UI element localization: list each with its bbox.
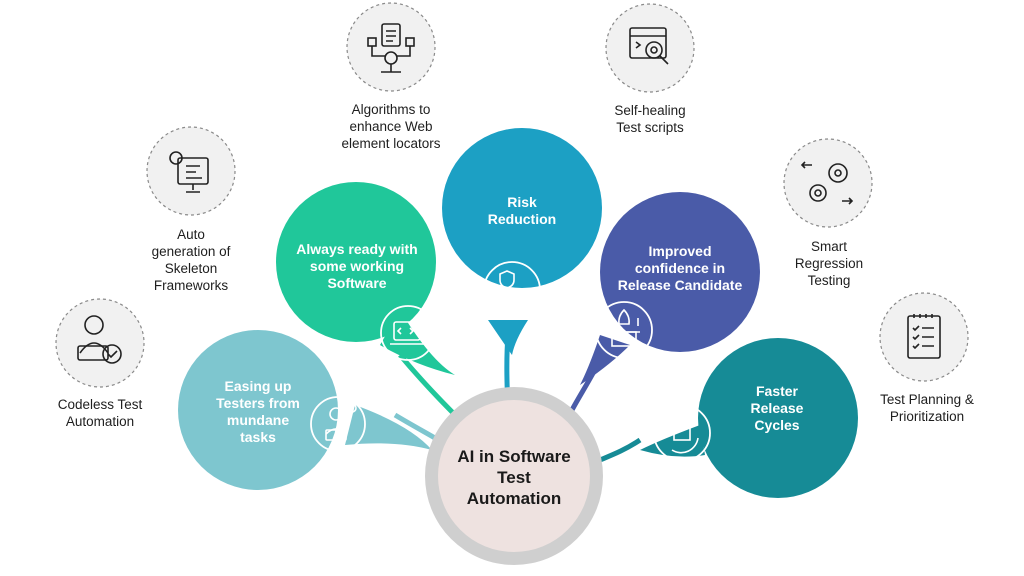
- bubble-risk: [442, 128, 602, 355]
- bubble-easing: [178, 330, 432, 490]
- outer-label-smart: Smart Regression Testing: [794, 239, 864, 288]
- outer-label-algorithms: Algorithms to enhance Web element locato…: [341, 102, 441, 151]
- shield-chart-icon: [496, 270, 528, 307]
- bubble-always: [276, 182, 455, 375]
- rocket-box-icon: [608, 308, 640, 347]
- outer-label-selfhealing: Self-healing Test scripts: [614, 103, 686, 135]
- bubble-label-always: Always ready with some working Software: [296, 241, 418, 291]
- bubble-faster: [640, 338, 858, 498]
- outer-icons: [55, 2, 969, 388]
- gear-presentation-icon: [146, 126, 236, 216]
- box-cycle-icon: [665, 412, 699, 454]
- bubble-label-easing: Easing up Testers from mundane tasks: [216, 378, 300, 445]
- bubble-label-risk: Risk Reduction: [487, 194, 557, 227]
- code-screen-icon: [390, 321, 424, 345]
- bubble-label-improved: Improved confidence in Release Candidate: [617, 243, 743, 293]
- outer-label-auto: Auto generation of Skeleton Frameworks: [151, 227, 231, 293]
- browser-bug-search-icon: [605, 3, 695, 93]
- person-check-icon: [55, 298, 145, 388]
- bubble-improved: [580, 192, 760, 385]
- connector-faster: [599, 437, 642, 463]
- person-laptop-icon: [325, 403, 357, 441]
- center-title: AI in Software Test Automation: [457, 447, 571, 508]
- clipboard-checklist-icon: [879, 292, 969, 382]
- outer-label-codeless: Codeless Test Automation: [57, 397, 143, 429]
- center-node: [425, 387, 603, 565]
- gears-arrows-icon: [783, 138, 873, 228]
- bubble-label-faster: Faster Release Cycles: [750, 383, 804, 433]
- outer-label-planning: Test Planning & Prioritization: [880, 392, 974, 424]
- document-network-icon: [346, 2, 436, 92]
